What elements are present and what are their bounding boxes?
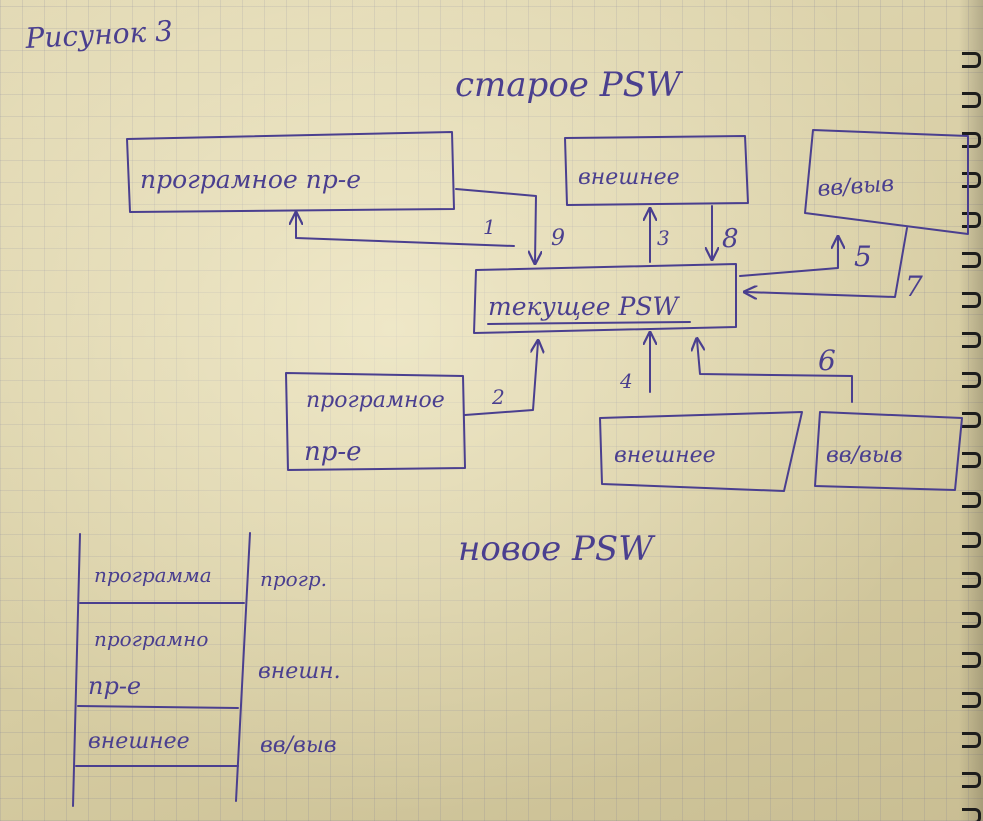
binding-ring <box>962 172 981 188</box>
binding-ring <box>962 452 981 468</box>
arrow-number-1: 1 <box>483 215 496 239</box>
box-external-top: внешнее <box>564 135 749 206</box>
box-io-top-label: вв/выв <box>817 172 895 202</box>
arrow-number-2: 2 <box>491 385 505 409</box>
arrow-9-to-current-psw <box>455 188 536 262</box>
box-external-bottom: внешнее <box>599 411 803 492</box>
old-psw-heading: старое PSW <box>455 65 684 105</box>
arrow-number-6: 6 <box>818 344 836 377</box>
binding-ring <box>962 252 981 268</box>
binding-ring <box>962 772 981 788</box>
binding-ring <box>962 492 981 508</box>
binding-ring <box>962 652 981 668</box>
arrow-6-to-current-psw <box>697 340 853 403</box>
arrow-1-to-program-top <box>296 214 515 247</box>
binding-ring <box>962 212 981 228</box>
arrow-2-to-current-psw <box>464 342 538 416</box>
box-program-top: програмное пр-е <box>126 131 455 213</box>
box-io-bottom: вв/выв <box>814 411 963 491</box>
binding-ring <box>962 332 981 348</box>
box-current-psw-label: текущее PSW <box>488 292 680 321</box>
binding-ring <box>962 412 981 428</box>
box-program-top-label: програмное пр-е <box>140 165 361 194</box>
spiral-binding <box>959 0 983 821</box>
arrow-5-to-io-top <box>739 238 838 277</box>
binding-ring <box>962 692 981 708</box>
binding-ring <box>962 732 981 748</box>
arrow-number-7: 7 <box>905 270 923 303</box>
binding-ring <box>962 52 981 68</box>
table-cell: программа <box>94 563 212 587</box>
arrow-number-5: 5 <box>854 240 872 273</box>
binding-ring <box>962 572 981 588</box>
box-io-bottom-label: вв/выв <box>826 443 903 468</box>
table-row: програмно пр-е внешн. <box>88 627 341 700</box>
box-current-psw: текущее PSW <box>473 263 737 334</box>
binding-ring <box>962 808 981 821</box>
box-io-top: вв/выв <box>804 129 969 235</box>
binding-ring <box>962 292 981 308</box>
table-cell: внешнее <box>88 729 190 754</box>
box-program-bottom-label-1: програмное <box>306 388 445 413</box>
mapping-table <box>72 532 251 807</box>
figure-title: Рисунок 3 <box>24 14 174 55</box>
box-external-top-label: внешнее <box>578 165 680 190</box>
table-side-label: вв/выв <box>260 733 337 758</box>
arrow-number-8: 8 <box>722 224 739 254</box>
box-external-bottom-label: внешнее <box>614 443 716 468</box>
table-row: программа прогр. <box>94 563 327 591</box>
new-psw-heading: новое PSW <box>458 529 656 569</box>
binding-ring <box>962 372 981 388</box>
box-program-bottom: програмное пр-е <box>285 372 466 471</box>
arrow-number-3: 3 <box>657 226 670 250</box>
arrow-number-4: 4 <box>619 369 633 393</box>
table-row: внешнее вв/выв <box>88 729 337 758</box>
table-cell: пр-е <box>88 672 141 700</box>
table-side-label: прогр. <box>260 567 327 591</box>
binding-ring <box>962 92 981 108</box>
table-side-label: внешн. <box>258 659 341 684</box>
table-cell: програмно <box>94 627 208 651</box>
arrow-7-to-current-psw <box>746 227 908 297</box>
box-program-bottom-label-2: пр-е <box>304 437 362 467</box>
binding-ring <box>962 132 981 148</box>
binding-ring <box>962 612 981 628</box>
arrow-number-9: 9 <box>551 226 565 251</box>
binding-ring <box>962 532 981 548</box>
